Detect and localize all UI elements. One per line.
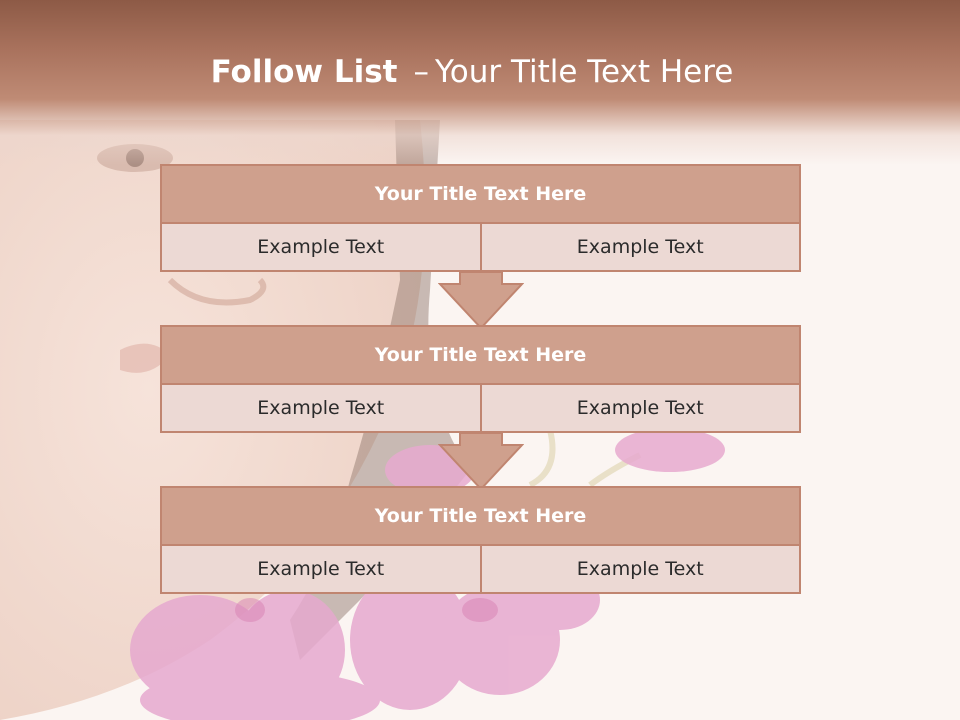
step-block-1: Your Title Text Here Example Text Exampl… (160, 164, 801, 272)
step-cell-left: Example Text (257, 397, 385, 419)
step-cell-right: Example Text (479, 546, 800, 592)
step-cell-left: Example Text (257, 236, 385, 258)
step-row: Example Text Example Text (162, 224, 799, 270)
step-heading: Your Title Text Here (162, 327, 799, 385)
step-cell-right: Example Text (479, 385, 800, 431)
step-block-3: Your Title Text Here Example Text Exampl… (160, 486, 801, 594)
title-strong: Follow List (210, 54, 398, 90)
title-rest: Your Title Text Here (434, 54, 734, 90)
header-band (0, 0, 960, 165)
down-arrow-icon (438, 432, 524, 491)
step-row: Example Text Example Text (162, 546, 799, 592)
step-cell-left: Example Text (257, 558, 385, 580)
slide-title: Follow List–Your Title Text Here (0, 54, 944, 90)
step-block-2: Your Title Text Here Example Text Exampl… (160, 325, 801, 433)
step-heading: Your Title Text Here (162, 488, 799, 546)
title-dash: – (413, 54, 429, 90)
down-arrow-icon (438, 271, 524, 330)
step-heading: Your Title Text Here (162, 166, 799, 224)
step-cell-right: Example Text (479, 224, 800, 270)
step-row: Example Text Example Text (162, 385, 799, 431)
